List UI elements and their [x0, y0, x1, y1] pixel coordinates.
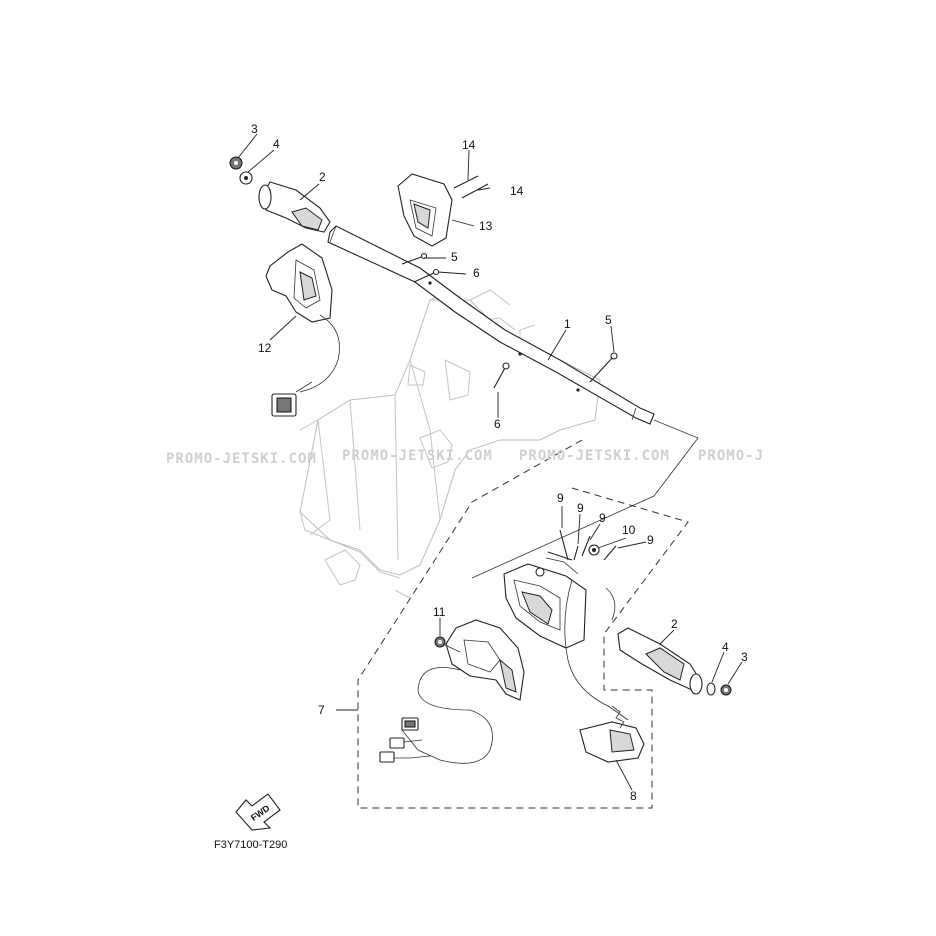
callout-14-a: 14 — [462, 138, 476, 152]
callout-labels: 1 2 2 3 3 4 4 5 5 6 6 7 8 9 9 9 9 10 11 … — [251, 122, 748, 803]
callout-3-left: 3 — [251, 122, 258, 136]
callout-6-upper: 6 — [473, 266, 480, 280]
wiring-harness — [379, 579, 629, 764]
watermark-text: PROMO-JETSKI.COM — [342, 448, 493, 464]
watermark-text: PROMO-JETSKI.COM — [166, 451, 317, 467]
lanyard-clip — [579, 705, 645, 763]
callout-5-upper: 5 — [451, 250, 458, 264]
fwd-arrow-icon: FWD — [235, 793, 281, 831]
callout-7: 7 — [318, 703, 325, 717]
callout-2-left: 2 — [319, 170, 326, 184]
watermarks: PROMO-JETSKI.COM PROMO-JETSKI.COM PROMO-… — [166, 448, 764, 467]
throttle-lever-housing — [434, 619, 525, 701]
callout-4-right: 4 — [722, 640, 729, 654]
right-grip-assembly — [617, 627, 732, 696]
housing-screws — [547, 529, 617, 561]
callout-4-left: 4 — [273, 137, 280, 151]
callout-10: 10 — [622, 523, 636, 537]
callout-9-c: 9 — [599, 511, 606, 525]
watermark-text: PROMO-JETSKI.COM — [519, 448, 670, 464]
callout-12: 12 — [258, 341, 272, 355]
callout-1: 1 — [564, 317, 571, 331]
left-grip-assembly — [229, 156, 331, 233]
callout-9-d: 9 — [647, 533, 654, 547]
diagram-code: F3Y7100-T290 — [214, 839, 287, 851]
upper-screws — [401, 252, 440, 283]
right-switch-housing — [503, 557, 587, 649]
assembly-outline — [336, 419, 699, 809]
watermark-text: PROMO-J — [698, 448, 764, 464]
callout-5-right: 5 — [605, 313, 612, 327]
callout-13: 13 — [479, 219, 493, 233]
callout-6-lower: 6 — [494, 417, 501, 431]
leader-lines — [237, 133, 743, 791]
callout-11: 11 — [433, 605, 446, 619]
callout-8: 8 — [630, 789, 637, 803]
steering-column-ghost — [299, 289, 601, 599]
left-switch-housing — [265, 243, 340, 417]
callout-9-b: 9 — [577, 501, 584, 515]
right-screws — [493, 352, 618, 389]
callout-14-b: 14 — [510, 184, 524, 198]
handlebar-cover-bracket — [397, 173, 489, 247]
handlebar — [327, 225, 655, 425]
callout-9-a: 9 — [557, 491, 564, 505]
callout-3-right: 3 — [741, 650, 748, 664]
callout-2-right: 2 — [671, 617, 678, 631]
